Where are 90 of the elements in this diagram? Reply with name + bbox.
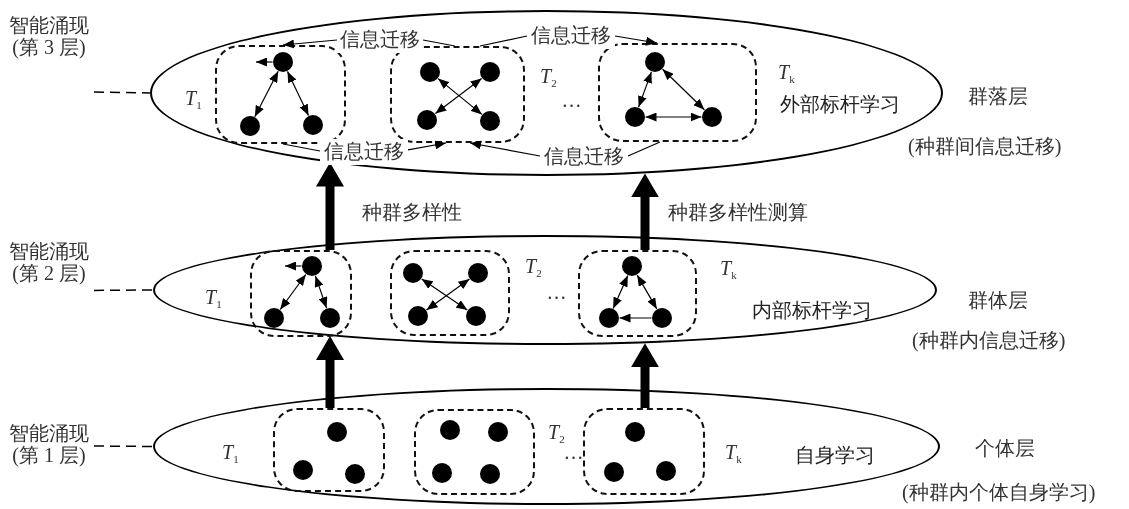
individual-dot bbox=[466, 306, 486, 326]
layer-label: 个体层 bbox=[975, 436, 1035, 460]
individual-dot bbox=[408, 306, 428, 326]
dashed-group-box bbox=[578, 250, 697, 337]
double-arrow bbox=[638, 71, 652, 108]
individual-dot bbox=[488, 422, 508, 442]
ellipsis: … bbox=[563, 88, 581, 112]
layer-label: 群落层 bbox=[968, 84, 1028, 108]
connector-line bbox=[627, 141, 661, 157]
individual-dot bbox=[656, 461, 676, 481]
individual-dot bbox=[417, 110, 437, 130]
individual-dot bbox=[403, 263, 423, 283]
subpopulation-label: T$_{k}$ bbox=[720, 256, 737, 283]
layer-description: (种群内个体自身学习) bbox=[902, 480, 1096, 504]
learning-label: 内部标杆学习 bbox=[752, 298, 872, 322]
connector-line bbox=[282, 143, 321, 152]
individual-dot bbox=[652, 308, 672, 328]
double-arrow bbox=[254, 70, 279, 118]
individual-dot bbox=[293, 460, 313, 480]
individual-dot bbox=[345, 464, 365, 484]
subpopulation-label: T$_{k}$ bbox=[778, 60, 795, 87]
subpopulation-label: T$_{k}$ bbox=[725, 440, 742, 467]
individual-dot bbox=[302, 256, 322, 276]
individual-dot bbox=[625, 422, 645, 442]
edge-label: 种群多样性 bbox=[362, 200, 462, 224]
subpopulation-label: T$_{1}$ bbox=[185, 86, 202, 113]
ellipsis: … bbox=[548, 280, 566, 304]
individual-dot bbox=[702, 107, 722, 127]
dashed-group-box bbox=[598, 43, 757, 142]
double-arrow bbox=[286, 70, 310, 117]
individual-dot bbox=[604, 462, 624, 482]
individual-dot bbox=[432, 463, 452, 483]
double-arrow bbox=[636, 274, 658, 310]
individual-dot bbox=[622, 256, 642, 276]
migration-label: 信息迁移 bbox=[320, 139, 408, 165]
individual-dot bbox=[264, 308, 284, 328]
migration-label: 信息迁移 bbox=[337, 27, 423, 53]
individual-dot bbox=[480, 464, 500, 484]
learning-label: 外部标杆学习 bbox=[780, 92, 900, 116]
arrow bbox=[407, 140, 447, 151]
dashed-group-box bbox=[390, 250, 510, 336]
arrow bbox=[469, 140, 541, 157]
thick-arrow bbox=[631, 343, 659, 408]
layer-label: 群体层 bbox=[968, 288, 1028, 312]
dashed-group-box bbox=[583, 408, 705, 495]
double-arrow bbox=[662, 68, 705, 111]
arrow bbox=[282, 39, 338, 49]
individual-dot bbox=[240, 116, 260, 136]
individual-dot bbox=[625, 107, 645, 127]
arrow bbox=[255, 57, 274, 67]
individual-dot bbox=[420, 62, 440, 82]
individual-dot bbox=[480, 111, 500, 131]
dashed-group-box bbox=[250, 250, 352, 337]
ellipsis: … bbox=[565, 440, 583, 464]
arrow bbox=[614, 35, 658, 46]
individual-dot bbox=[599, 308, 619, 328]
connector-line bbox=[479, 35, 528, 47]
individual-dot bbox=[327, 422, 347, 442]
thick-arrow bbox=[631, 173, 659, 250]
double-arrow bbox=[314, 275, 328, 309]
dashed-group-box bbox=[414, 409, 535, 495]
subpopulation-label: T$_{1}$ bbox=[222, 440, 239, 467]
thick-arrow bbox=[316, 336, 344, 408]
dashed-group-box bbox=[273, 408, 385, 492]
arrow bbox=[284, 261, 303, 271]
learning-label: 自身学习 bbox=[795, 443, 875, 467]
individual-dot bbox=[645, 52, 665, 72]
subpopulation-label: T$_{2}$ bbox=[548, 420, 565, 447]
leader-line bbox=[93, 445, 154, 448]
double-arrow bbox=[279, 273, 307, 311]
individual-dot bbox=[320, 308, 340, 328]
leader-line bbox=[93, 289, 154, 292]
individual-dot bbox=[468, 263, 488, 283]
leader-line bbox=[93, 91, 151, 94]
connector-line bbox=[422, 39, 456, 47]
arrow bbox=[618, 313, 653, 323]
double-arrow bbox=[612, 275, 629, 309]
individual-dot bbox=[440, 420, 460, 440]
subpopulation-label: T$_{2}$ bbox=[540, 64, 557, 91]
thick-arrow bbox=[316, 162, 344, 250]
migration-label: 信息迁移 bbox=[527, 23, 615, 49]
layer-description: (种群间信息迁移) bbox=[908, 134, 1062, 158]
double-arrow bbox=[644, 112, 703, 122]
layer-description: (种群内信息迁移) bbox=[912, 328, 1066, 352]
individual-dot bbox=[480, 62, 500, 82]
individual-dot bbox=[273, 52, 293, 72]
subpopulation-label: T$_{1}$ bbox=[205, 285, 222, 312]
individual-dot bbox=[303, 115, 323, 135]
subpopulation-label: T$_{2}$ bbox=[525, 254, 542, 281]
edge-label: 种群多样性测算 bbox=[668, 200, 808, 224]
